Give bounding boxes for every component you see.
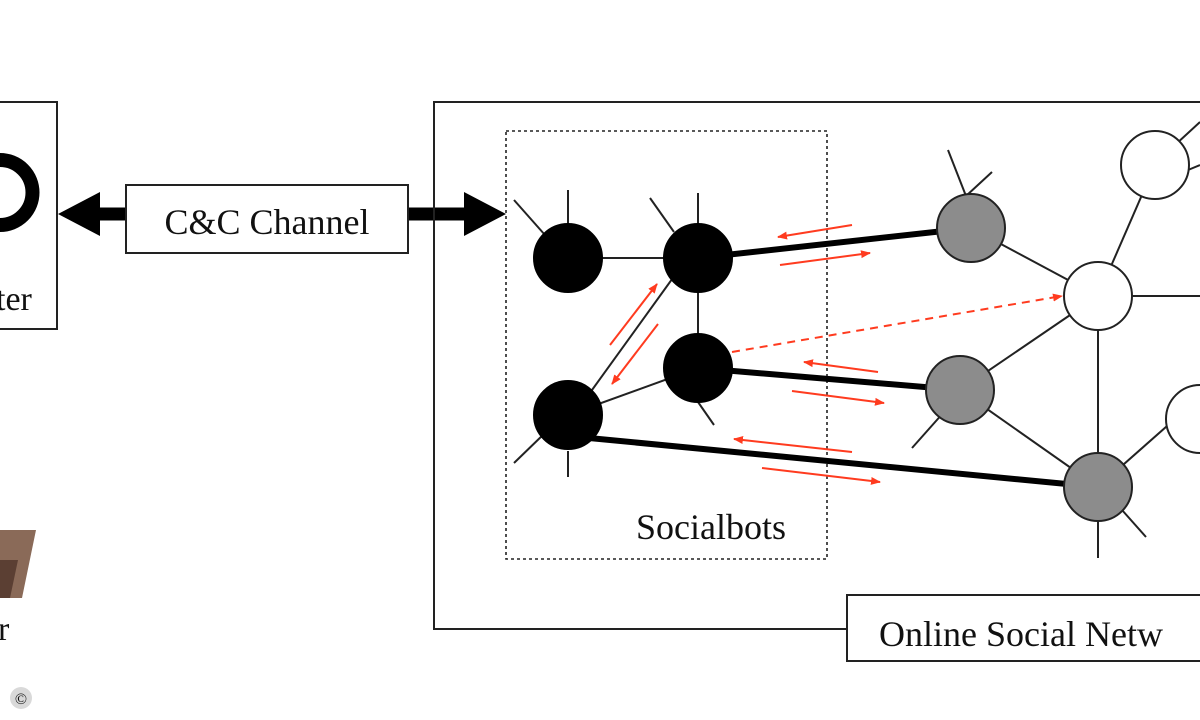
stub-edges	[513, 121, 1200, 558]
bot-node	[663, 333, 733, 403]
botmaster-icon	[0, 153, 40, 232]
cc-right-arrowhead	[464, 192, 506, 236]
user-label: r	[0, 611, 10, 648]
socialbots-box	[505, 130, 828, 560]
infiltrated-node	[1063, 452, 1133, 522]
infiltrated-nodes	[925, 193, 1133, 522]
cc-left-arrowhead	[58, 192, 100, 236]
regular-nodes	[1063, 130, 1200, 454]
bot-node	[533, 380, 603, 450]
osn-label-box: Online Social Netw	[846, 594, 1200, 662]
bot-node	[663, 223, 733, 293]
infiltration-edges	[567, 225, 1099, 490]
cc-channel-box	[125, 184, 409, 254]
socialbots-label: Socialbots	[636, 507, 786, 547]
osn-label: Online Social Netw	[879, 614, 1163, 654]
bot-node	[533, 223, 603, 293]
copyright-icon: ©	[15, 691, 27, 708]
socialbot-nodes	[533, 223, 733, 450]
osn-frame	[433, 101, 1200, 630]
infiltrated-node	[925, 355, 995, 425]
regular-node	[1063, 261, 1133, 331]
user-fragment: r	[0, 530, 36, 648]
botmaster-box: ter	[0, 101, 58, 330]
botmaster-label: ter	[0, 281, 33, 318]
regular-node	[1165, 384, 1200, 454]
copyright-badge: ©	[10, 687, 32, 709]
friend-request-arrows	[609, 224, 1063, 485]
cc-channel-connector: C&C Channel	[58, 184, 506, 254]
regular-node	[1120, 130, 1190, 200]
infiltrated-node	[936, 193, 1006, 263]
cc-channel-label: C&C Channel	[165, 202, 370, 242]
